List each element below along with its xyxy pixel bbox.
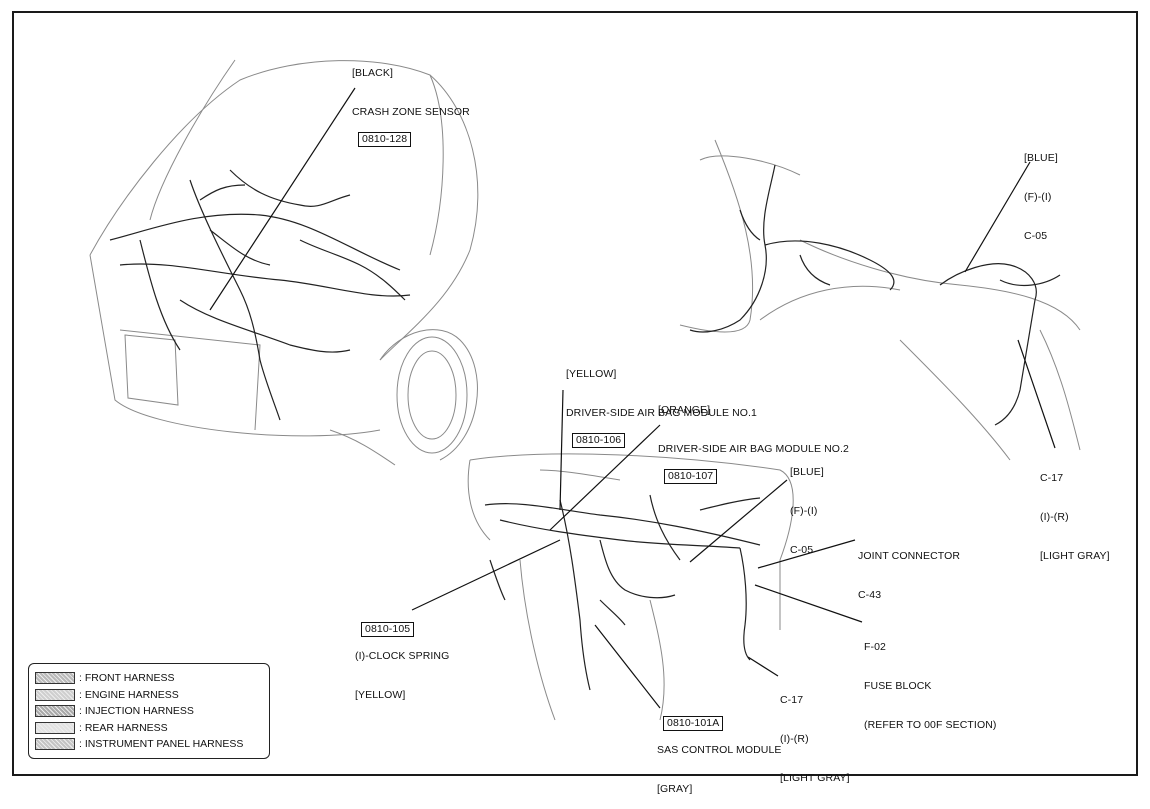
legend-swatch [35,721,75,734]
leader-sas-module [594,624,661,709]
legend-swatch [35,688,75,701]
legend-item-instrument-panel: : INSTRUMENT PANEL HARNESS [35,736,269,753]
legend-item-injection: : INJECTION HARNESS [35,703,269,720]
clock-spring-code: 0810-105 [361,622,415,637]
rear-harness-wires [689,164,1061,426]
callout-clock-spring: 0810-105 (I)-CLOCK SPRING [YELLOW] [355,609,449,715]
leader-c17-ip [747,656,779,677]
airbag2-name: DRIVER-SIDE AIR BAG MODULE NO.2 [658,443,849,455]
engine-harness-wires [109,169,411,421]
legend-label: : ENGINE HARNESS [79,688,179,701]
fuse-block-name: FUSE BLOCK [864,680,932,692]
sas-color: [GRAY] [657,783,693,795]
legend-label: : REAR HARNESS [79,721,168,734]
rear-body-illustration [679,139,1081,461]
callout-driver-airbag-2: [ORANGE] DRIVER-SIDE AIR BAG MODULE NO.2… [658,378,849,484]
sas-code: 0810-101A [663,716,724,731]
joint-connector-name: JOINT CONNECTOR [858,550,961,562]
c17-ip-id: C-17 [780,694,804,706]
leader-clock-spring [411,539,561,611]
airbag1-code: 0810-106 [572,433,626,448]
clock-spring-name: (I)-CLOCK SPRING [355,650,450,662]
leader-blue-c05-ip [689,479,788,563]
c17-rear-harness: (I)-(R) [1040,511,1069,523]
legend-item-engine: : ENGINE HARNESS [35,687,269,704]
blue-rear-color: [BLUE] [1024,152,1058,164]
legend-label: : INSTRUMENT PANEL HARNESS [79,738,244,751]
legend-swatch [35,672,75,685]
c17-ip-harness: (I)-(R) [780,733,809,745]
ip-leader-lines [411,389,863,709]
crash-zone-code: 0810-128 [358,132,412,147]
callout-c17-rear: C-17 (I)-(R) [LIGHT GRAY] [1040,446,1110,576]
leader-airbag-1 [559,389,564,511]
airbag2-code: 0810-107 [664,469,718,484]
leader-airbag-2 [549,424,661,531]
blue-rear-id: C-05 [1024,230,1048,242]
instrument-panel-harness-wires [484,494,761,691]
callout-fuse-block: F-02 FUSE BLOCK (REFER TO 00F SECTION) [864,615,997,745]
crash-zone-name: CRASH ZONE SENSOR [352,106,470,118]
leader-c17-rear [1017,339,1056,449]
leader-blue-c05-rear [964,161,1031,273]
airbag1-color: [YELLOW] [566,368,617,380]
leader-fuse-block [754,584,863,623]
car-front-illustration [89,59,479,466]
legend-swatch [35,738,75,751]
fuse-block-note: (REFER TO 00F SECTION) [864,719,997,731]
leader-joint-connector [757,539,856,569]
diagram-frame [12,11,1138,776]
legend-item-rear: : REAR HARNESS [35,720,269,737]
c17-rear-color: [LIGHT GRAY] [1040,550,1110,562]
sas-name: SAS CONTROL MODULE [657,744,782,756]
c17-rear-id: C-17 [1040,472,1064,484]
legend-label: : FRONT HARNESS [79,672,175,685]
c17-ip-color: [LIGHT GRAY] [780,772,850,784]
blue-ip-id: C-05 [790,544,814,556]
blue-ip-color: [BLUE] [790,466,824,478]
blue-rear-harness: (F)-(I) [1024,191,1052,203]
callout-driver-airbag-1: [YELLOW] DRIVER-SIDE AIR BAG MODULE NO.1… [566,342,757,448]
blue-ip-harness: (F)-(I) [790,505,818,517]
legend-item-front: : FRONT HARNESS [35,670,269,687]
clock-spring-color: [YELLOW] [355,689,406,701]
legend-label: : INJECTION HARNESS [79,705,194,718]
legend-swatch [35,705,75,718]
callout-c17-ip: C-17 (I)-(R) [LIGHT GRAY] [780,668,850,798]
callout-blue-c05-rear: [BLUE] (F)-(I) C-05 [1024,126,1058,256]
leader-crash-zone-sensor [209,87,356,311]
crash-zone-color: [BLACK] [352,67,393,79]
callout-blue-c05-ip: [BLUE] (F)-(I) C-05 [790,440,824,570]
instrument-panel-illustration [467,453,794,721]
airbag1-name: DRIVER-SIDE AIR BAG MODULE NO.1 [566,407,757,419]
joint-connector-id: C-43 [858,589,882,601]
callout-sas-control-module: 0810-101A SAS CONTROL MODULE [GRAY] [657,703,782,809]
airbag2-color: [ORANGE] [658,404,711,416]
fuse-block-id: F-02 [864,641,886,653]
callout-crash-zone-sensor: [BLACK] CRASH ZONE SENSOR 0810-128 [352,41,470,147]
wiring-diagram-art [89,59,1081,721]
callout-joint-connector: JOINT CONNECTOR C-43 [858,524,960,615]
harness-legend: : FRONT HARNESS : ENGINE HARNESS : INJEC… [28,663,270,759]
